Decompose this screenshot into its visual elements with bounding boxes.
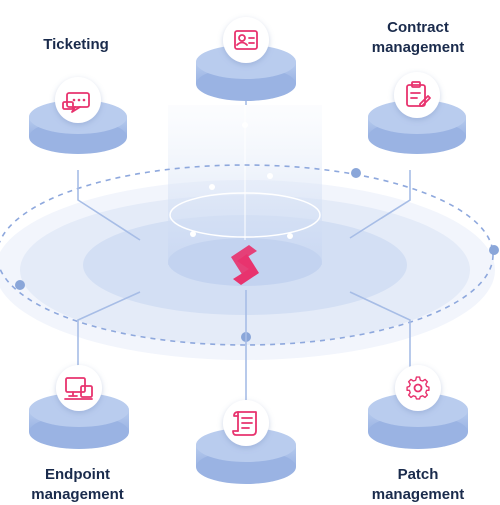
label-endpoint-management: Endpoint management xyxy=(10,465,145,505)
scroll-document-icon xyxy=(223,400,269,446)
orbit-dashed-ring xyxy=(0,164,494,346)
id-card-icon xyxy=(223,17,269,63)
guide-dot xyxy=(190,231,196,237)
ticket-chat-icon xyxy=(55,77,101,123)
guide-dot xyxy=(267,173,273,179)
label-patch-line2: management xyxy=(371,486,465,503)
guide-dot xyxy=(287,233,293,239)
label-ticketing: Ticketing xyxy=(0,35,152,55)
orbit-node xyxy=(15,280,25,290)
guide-dot xyxy=(209,184,215,190)
pedestal-contract xyxy=(368,100,466,154)
label-patch-line1: Patch xyxy=(397,466,439,483)
orbit-node xyxy=(489,245,499,255)
label-endpoint-line2: management xyxy=(31,486,124,503)
monitor-devices-icon xyxy=(56,365,102,411)
orbit-node xyxy=(351,168,361,178)
clipboard-edit-icon xyxy=(394,72,440,118)
label-contract-line2: management xyxy=(371,39,465,56)
guide-dot xyxy=(242,122,248,128)
pedestal-top-center xyxy=(196,45,296,101)
label-contract-management: Contract management xyxy=(340,18,496,58)
gear-icon xyxy=(395,365,441,411)
brand-logo-icon xyxy=(231,245,259,285)
label-contract-line1: Contract xyxy=(387,19,449,36)
pedestal-patch xyxy=(368,393,468,449)
label-endpoint-line1: Endpoint xyxy=(45,466,110,483)
label-patch-management: Patch management xyxy=(340,465,496,505)
label-ticketing-text: Ticketing xyxy=(43,36,109,53)
